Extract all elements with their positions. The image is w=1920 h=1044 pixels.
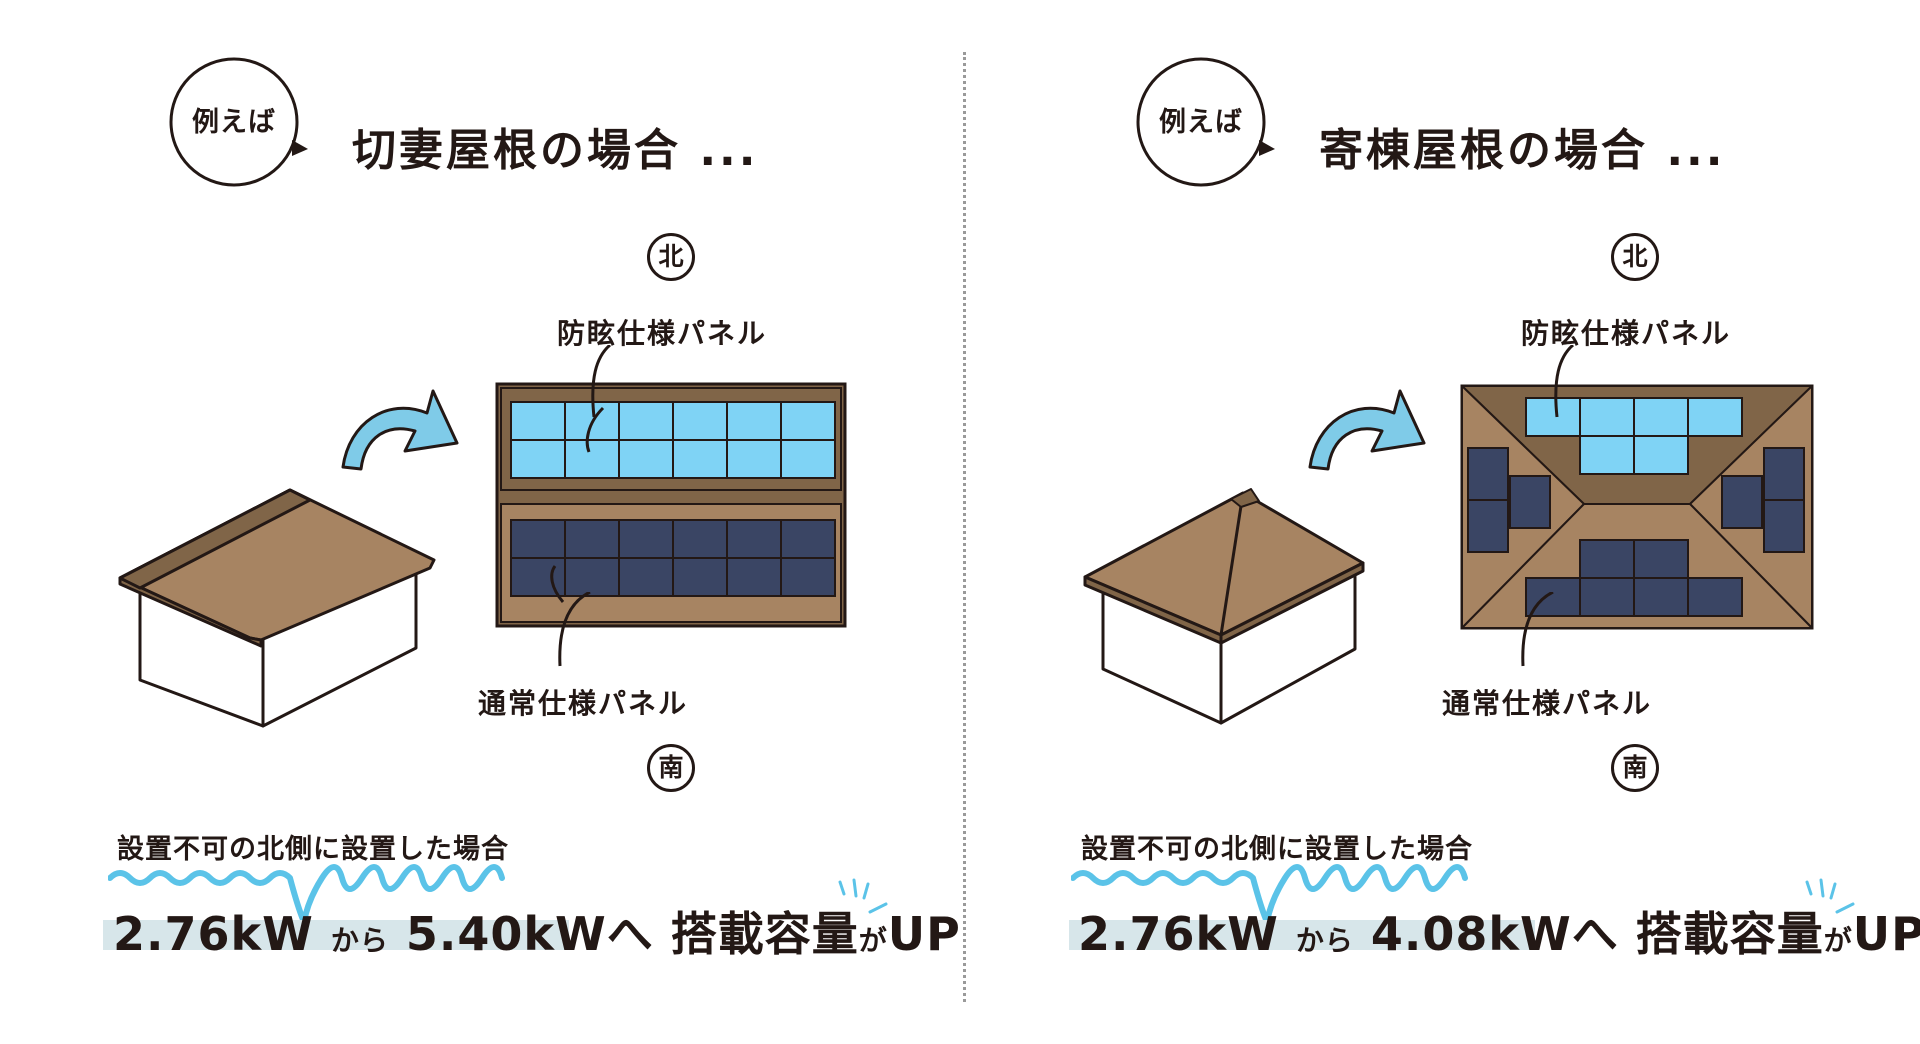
hip-roof-plan	[1460, 384, 1814, 630]
curved-arrow-icon	[1308, 389, 1426, 471]
to-capacity-value: 4.08kW	[1370, 907, 1572, 961]
speech-bubble-icon	[169, 57, 308, 187]
example-bubble-text: 例えば	[1159, 107, 1243, 138]
anti-glare-panel	[510, 439, 566, 479]
case-title: 切妻屋根の場合 ...	[352, 125, 759, 176]
standard-panel	[510, 557, 566, 597]
anti-glare-panel	[1633, 435, 1689, 475]
sparkle-icon	[1805, 878, 1855, 914]
standard-panel	[618, 519, 674, 559]
south-marker: 南	[647, 744, 695, 792]
to-capacity-value: 5.40kW	[405, 907, 607, 961]
standard-panel-group	[1467, 447, 1805, 617]
speech-bubble-icon	[1136, 57, 1275, 187]
north-marker: 北	[647, 233, 695, 281]
anti-glare-panel	[672, 439, 728, 479]
hip-roof-case: 例えば 寄棟屋根の場合 ... 北 防眩仕様パネル	[963, 0, 1920, 1044]
standard-panel-label: 通常仕様パネル	[478, 687, 689, 720]
up-word: UP	[1852, 907, 1920, 961]
to-word: へ	[606, 907, 654, 961]
standard-pointer	[1521, 592, 1554, 667]
hip-house-illustration	[1083, 488, 1365, 725]
sparkle-icon	[838, 878, 888, 914]
anti-glare-panel	[1687, 397, 1743, 437]
capacity-word: 搭載容量	[670, 907, 859, 961]
result-highlight	[103, 920, 569, 950]
standard-panel	[1687, 577, 1743, 617]
standard-panel	[1509, 475, 1551, 529]
anti-glare-panel	[726, 401, 782, 441]
north-marker: 北	[1611, 233, 1659, 281]
from-capacity-value: 2.76kW	[113, 907, 314, 961]
gable-roof-plan	[495, 382, 847, 628]
anti-glare-panel	[726, 439, 782, 479]
standard-panel	[672, 557, 728, 597]
installation-note: 設置不可の北側に設置した場合	[1081, 834, 1473, 865]
from-capacity-value: 2.76kW	[1078, 907, 1279, 961]
gable-roof-edge	[118, 576, 263, 648]
anti-glare-panel	[780, 439, 836, 479]
anti-glare-panel-label: 防眩仕様パネル	[1521, 317, 1732, 350]
capacity-result: 2.76kW から 4.08kWへ 搭載容量がUP	[1078, 898, 1920, 964]
to-word: へ	[1571, 907, 1619, 961]
standard-panel	[1467, 447, 1509, 501]
standard-panel	[510, 519, 566, 559]
anti-glare-pointer	[1554, 345, 1575, 418]
example-bubble: 例えば	[1135, 56, 1275, 188]
standard-panel	[1579, 539, 1635, 579]
standard-panel-group	[510, 519, 836, 597]
anti-glare-panel	[672, 401, 728, 441]
gable-house-illustration	[118, 488, 436, 728]
standard-panel	[780, 519, 836, 559]
up-word: UP	[887, 907, 961, 961]
standard-panel	[1763, 499, 1805, 553]
standard-panel	[618, 557, 674, 597]
anti-glare-panel	[1525, 397, 1581, 437]
south-marker: 南	[1611, 744, 1659, 792]
center-divider	[963, 52, 966, 1002]
standard-panel	[1579, 577, 1635, 617]
result-highlight	[1069, 920, 1535, 950]
anti-glare-panel	[564, 439, 620, 479]
example-bubble-text: 例えば	[192, 107, 276, 138]
standard-panel	[1633, 539, 1689, 579]
anti-glare-panel	[780, 401, 836, 441]
standard-panel	[672, 519, 728, 559]
anti-glare-panel-group	[1525, 397, 1743, 475]
standard-panel	[564, 519, 620, 559]
capacity-result: 2.76kW から 5.40kWへ 搭載容量がUP	[113, 898, 961, 964]
case-title: 寄棟屋根の場合 ...	[1319, 125, 1726, 176]
capacity-word: 搭載容量	[1635, 907, 1824, 961]
standard-panel	[1763, 447, 1805, 501]
ga-word: が	[858, 924, 888, 957]
gable-roof-case: 例えば 切妻屋根の場合 ... 北 防眩仕様パネル	[103, 56, 961, 964]
anti-glare-panel	[618, 439, 674, 479]
example-bubble: 例えば	[168, 56, 308, 188]
standard-panel	[1467, 499, 1509, 553]
standard-panel	[564, 557, 620, 597]
anti-glare-panel	[1633, 397, 1689, 437]
standard-panel	[726, 557, 782, 597]
standard-panel	[1721, 475, 1763, 529]
standard-panel	[780, 557, 836, 597]
from-word: から	[330, 924, 389, 957]
anti-glare-pointer	[591, 345, 612, 418]
anti-glare-panel	[1579, 435, 1635, 475]
installation-note: 設置不可の北側に設置した場合	[117, 834, 509, 865]
standard-panel	[726, 519, 782, 559]
curved-arrow-icon	[341, 389, 459, 471]
anti-glare-panel-label: 防眩仕様パネル	[557, 317, 768, 350]
standard-panel	[1633, 577, 1689, 617]
ga-word: が	[1823, 924, 1853, 957]
from-word: から	[1295, 924, 1354, 957]
anti-glare-panel	[510, 401, 566, 441]
standard-panel-label: 通常仕様パネル	[1442, 687, 1653, 720]
standard-pointer	[558, 592, 591, 667]
